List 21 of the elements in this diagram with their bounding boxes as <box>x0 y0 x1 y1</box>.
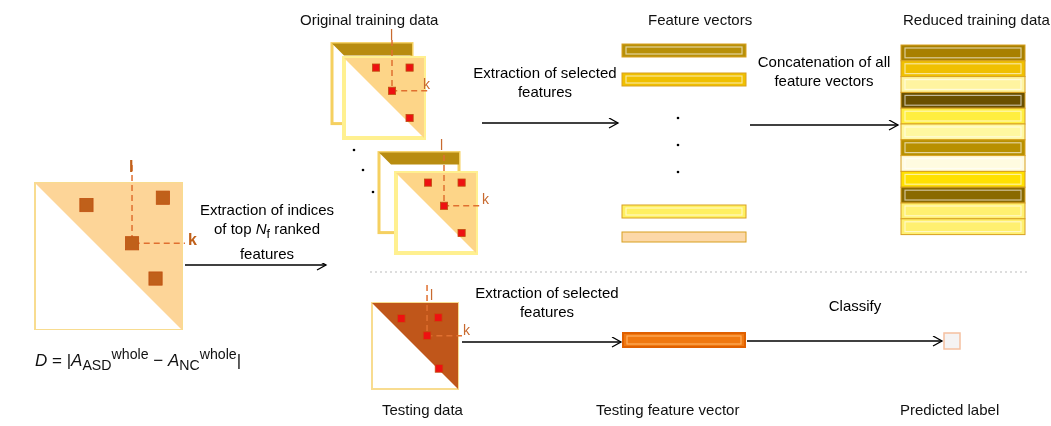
node-label: Original training data <box>300 10 439 29</box>
node-label: Reduced training data <box>903 10 1050 29</box>
feature-vectors-drawing <box>618 40 750 245</box>
axis-letter: l <box>430 288 434 302</box>
axis-letter: l <box>440 138 444 152</box>
formula: D = |A$_{ASD}$$^{whole}$ − A$_{NC}$$^{whole}$| <box>35 345 242 376</box>
arrow <box>481 117 619 129</box>
axis-letter: l <box>390 28 394 42</box>
axis-letter: k <box>423 77 430 91</box>
node-label: Testing data <box>382 400 463 419</box>
label-box <box>942 331 962 351</box>
feature-matrix-drawing <box>898 42 1028 236</box>
node-label: Predicted label <box>900 400 1000 419</box>
node-label: Testing feature vector <box>596 400 740 419</box>
axis-letter: k <box>463 323 470 337</box>
arrow <box>749 119 899 131</box>
feature-vector-bar <box>621 331 747 349</box>
matrix-drawing <box>370 285 462 393</box>
arrow <box>461 336 622 348</box>
arrow <box>746 335 943 347</box>
node-label: Feature vectors <box>648 10 753 29</box>
